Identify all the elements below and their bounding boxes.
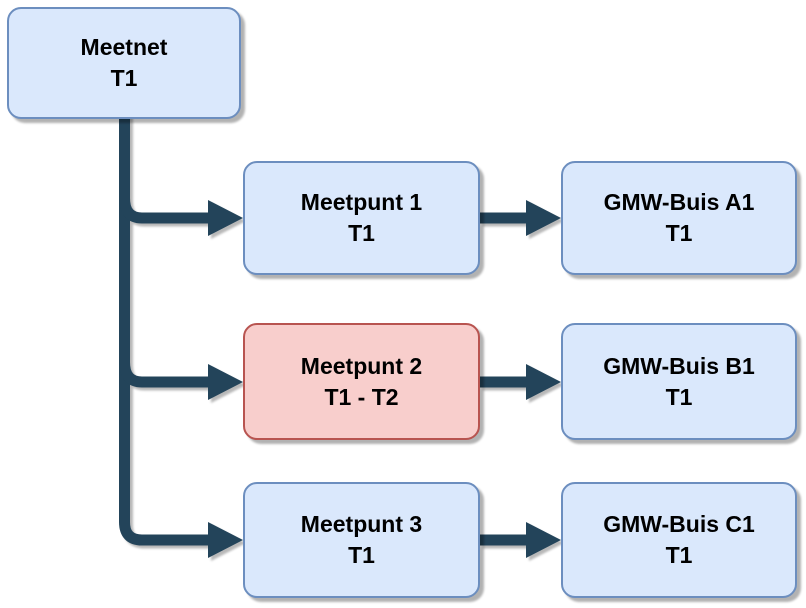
edge-line (119, 361, 209, 388)
edge-meetnet-meetpunt1 (119, 197, 243, 236)
edge-meetpunt1-gmw-buis-a1 (480, 200, 561, 236)
edge-meetnet-meetpunt3 (119, 110, 243, 558)
edge-meetpunt3-gmw-buis-c1 (480, 522, 561, 558)
node-title: Meetnet (80, 34, 168, 60)
node-period: T1 (348, 220, 375, 246)
edge-meetpunt2-gmw-buis-b1 (480, 364, 561, 400)
node-period: T1 (665, 542, 693, 568)
node-title: Meetpunt 1 (300, 189, 423, 215)
arrowhead-icon (526, 522, 561, 558)
node-title: Meetpunt 3 (300, 511, 423, 537)
node-gmw-buis-a1: GMW-Buis A1 T1 (561, 161, 797, 275)
node-gmw-buis-c1: GMW-Buis C1 T1 (561, 482, 797, 598)
node-period: T1 (665, 220, 693, 246)
arrowhead-icon (526, 200, 561, 236)
node-title: GMW-Buis C1 (603, 511, 755, 537)
arrowhead-icon (208, 364, 243, 400)
edge-line (119, 197, 209, 224)
node-title: Meetpunt 2 (300, 352, 423, 379)
node-period: T1 (665, 383, 693, 410)
node-meetpunt1: Meetpunt 1 T1 (243, 161, 480, 275)
arrowhead-icon (526, 364, 561, 400)
node-period: T1 (110, 65, 138, 91)
node-period: T1 - T2 (324, 383, 399, 410)
arrowhead-icon (208, 200, 243, 236)
node-gmw-buis-b1: GMW-Buis B1 T1 (561, 323, 797, 440)
node-meetpunt3: Meetpunt 3 T1 (243, 482, 480, 598)
node-title: GMW-Buis A1 (603, 189, 755, 215)
node-title: GMW-Buis B1 (603, 352, 755, 379)
node-period: T1 (348, 542, 375, 568)
arrowhead-icon (208, 522, 243, 558)
edge-meetnet-meetpunt2 (119, 361, 243, 400)
edge-line (119, 110, 209, 546)
node-meetpunt2: Meetpunt 2 T1 - T2 (243, 323, 480, 440)
node-meetnet: Meetnet T1 (7, 7, 241, 119)
